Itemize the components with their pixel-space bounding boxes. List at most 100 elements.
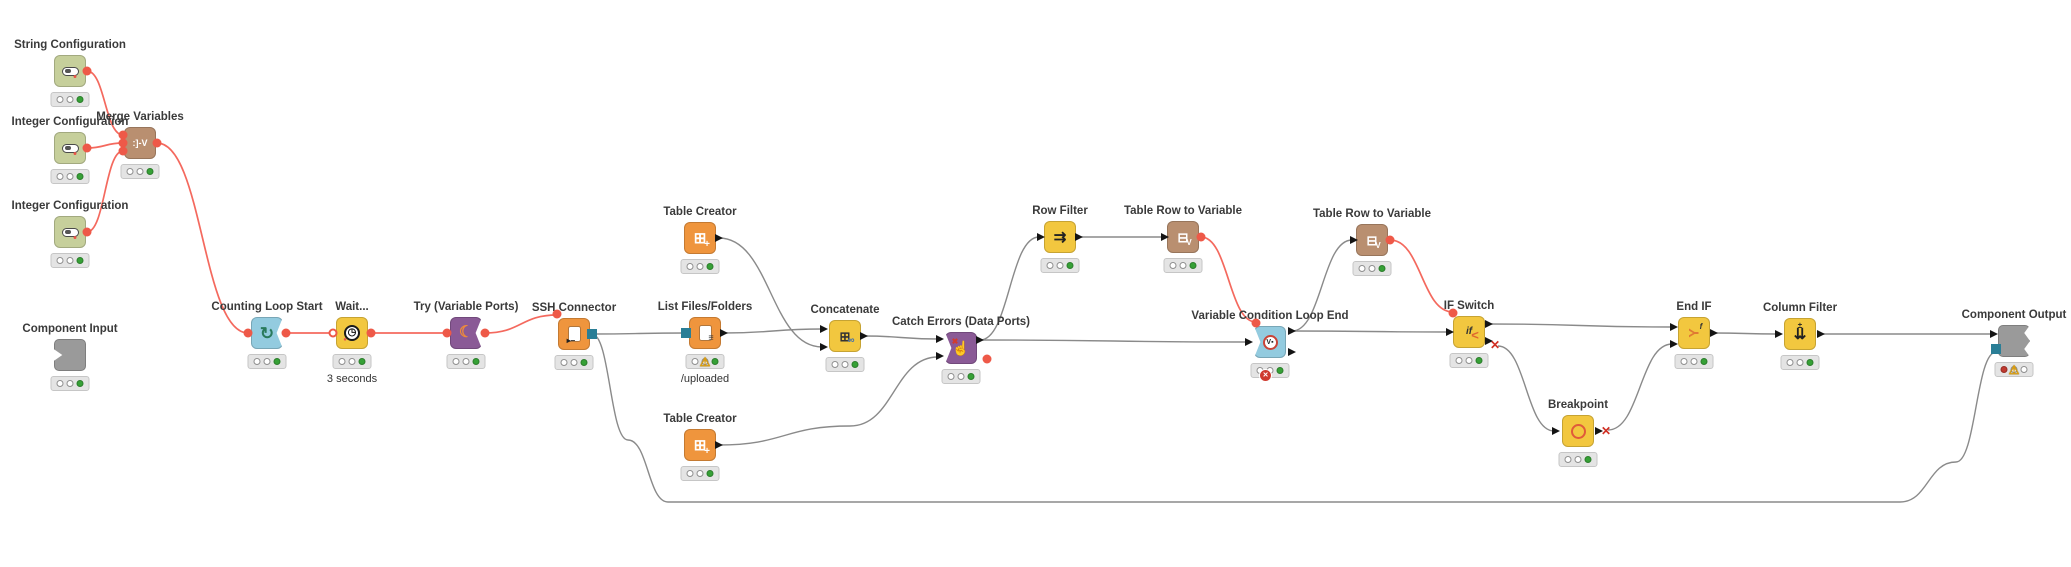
node-table-creator-bottom[interactable]: ⊞+	[684, 429, 716, 461]
flow-variable-wire[interactable]	[1389, 239, 1454, 313]
flow-variable-port-unconnected[interactable]	[328, 328, 338, 338]
flow-variable-wire[interactable]	[86, 150, 124, 233]
data-wire[interactable]	[1488, 323, 1673, 328]
table-creator-icon: ⊞+	[693, 436, 710, 457]
data-port[interactable]	[1446, 328, 1454, 336]
data-wire[interactable]	[723, 328, 823, 334]
flow-variable-port[interactable]	[552, 309, 562, 319]
data-wire[interactable]	[718, 237, 823, 348]
node-label: Try (Variable Ports)	[413, 301, 519, 313]
status-light	[1680, 357, 1688, 366]
node-breakpoint[interactable]	[1562, 415, 1594, 447]
node-component-output[interactable]	[1998, 325, 2030, 357]
status-traffic-light	[825, 357, 865, 372]
node-column-filter[interactable]: ⇊±	[1784, 318, 1816, 350]
error-icon: ✕	[1259, 369, 1273, 382]
data-port[interactable]	[1075, 233, 1083, 241]
flow-variable-port[interactable]	[442, 328, 452, 338]
node-list-files-folders[interactable]: ≡	[689, 317, 721, 349]
node-if-switch[interactable]: if<	[1453, 316, 1485, 348]
status-light	[462, 357, 470, 366]
flow-variable-port[interactable]	[82, 143, 92, 153]
node-table-creator-top[interactable]: ⊞+	[684, 222, 716, 254]
data-port[interactable]	[1485, 320, 1493, 328]
data-wire[interactable]	[1291, 239, 1353, 332]
data-port[interactable]	[1245, 338, 1253, 346]
data-wire[interactable]	[591, 332, 687, 335]
data-port[interactable]	[715, 441, 723, 449]
data-port[interactable]	[1595, 427, 1603, 435]
data-wire[interactable]	[718, 356, 939, 446]
flow-variable-port[interactable]	[366, 328, 376, 338]
data-port[interactable]	[1288, 348, 1296, 356]
flow-variable-wire[interactable]	[86, 70, 124, 136]
data-port[interactable]	[1161, 233, 1169, 241]
data-wire[interactable]	[979, 236, 1040, 341]
flow-variable-wire[interactable]	[1200, 236, 1257, 323]
flow-variable-port[interactable]	[82, 66, 92, 76]
node-variable-condition-loop-end[interactable]: V▪	[1254, 326, 1286, 358]
data-port[interactable]	[1670, 340, 1678, 348]
data-wire[interactable]	[1607, 343, 1673, 431]
node-label: Variable Condition Loop End	[1191, 310, 1349, 322]
node-table-row-to-variable-2[interactable]: ⊟V	[1356, 224, 1388, 256]
data-port[interactable]	[820, 343, 828, 351]
data-port[interactable]	[1485, 337, 1493, 345]
flow-variable-port[interactable]	[480, 328, 490, 338]
data-wire[interactable]	[1291, 330, 1449, 333]
node-merge-variables[interactable]: :]-V	[124, 127, 156, 159]
data-port[interactable]	[936, 335, 944, 343]
node-integer-config-1[interactable]: ●	[54, 132, 86, 164]
file-system-port[interactable]	[681, 328, 691, 338]
flow-variable-port[interactable]	[982, 354, 992, 364]
data-port[interactable]	[1817, 330, 1825, 338]
node-string-config[interactable]: ●	[54, 55, 86, 87]
node-row-filter[interactable]: ⇉	[1044, 221, 1076, 253]
data-port[interactable]	[820, 325, 828, 333]
node-integer-config-2[interactable]: ●	[54, 216, 86, 248]
flow-variable-port[interactable]	[1385, 235, 1395, 245]
data-wire[interactable]	[1713, 332, 1778, 335]
data-port[interactable]	[1037, 233, 1045, 241]
data-wire[interactable]	[591, 333, 1997, 503]
flow-variable-port[interactable]	[281, 328, 291, 338]
status-light	[691, 357, 699, 366]
icon-badge: ▸–	[566, 336, 576, 345]
data-port[interactable]	[1775, 330, 1783, 338]
data-port[interactable]	[976, 336, 984, 344]
flow-variable-wire[interactable]	[484, 314, 558, 334]
node-wait[interactable]: ◷●	[336, 317, 368, 349]
flow-variable-port[interactable]	[152, 138, 162, 148]
node-ssh-connector[interactable]: ▸–	[558, 318, 590, 350]
flow-variable-port[interactable]	[1251, 318, 1261, 328]
node-try-variable-ports[interactable]: ☾	[450, 317, 482, 349]
flow-variable-port[interactable]	[243, 328, 253, 338]
data-wire[interactable]	[979, 339, 1248, 343]
flow-variable-wire[interactable]	[156, 142, 249, 334]
file-system-port[interactable]	[1991, 344, 2001, 354]
data-port[interactable]	[1710, 329, 1718, 337]
flow-variable-port[interactable]	[118, 138, 128, 148]
data-port[interactable]	[715, 234, 723, 242]
flow-variable-port[interactable]	[1196, 232, 1206, 242]
node-concatenate[interactable]: ⊞∞	[829, 320, 861, 352]
data-wire[interactable]	[1497, 345, 1555, 432]
flow-variable-port[interactable]	[118, 130, 128, 140]
data-port[interactable]	[1552, 427, 1560, 435]
file-system-port[interactable]	[587, 329, 597, 339]
data-port[interactable]	[1670, 323, 1678, 331]
data-port[interactable]	[1350, 236, 1358, 244]
icon-badge: ✖	[951, 337, 959, 346]
data-port[interactable]	[936, 352, 944, 360]
node-table-row-to-variable-1[interactable]: ⊟V	[1167, 221, 1199, 253]
data-port[interactable]	[860, 332, 868, 340]
data-port[interactable]	[1990, 330, 1998, 338]
flow-variable-port[interactable]	[1448, 308, 1458, 318]
flow-variable-port[interactable]	[118, 146, 128, 156]
data-port[interactable]	[1288, 327, 1296, 335]
flow-variable-port[interactable]	[82, 227, 92, 237]
data-port[interactable]	[720, 329, 728, 337]
data-wire[interactable]	[863, 335, 939, 340]
